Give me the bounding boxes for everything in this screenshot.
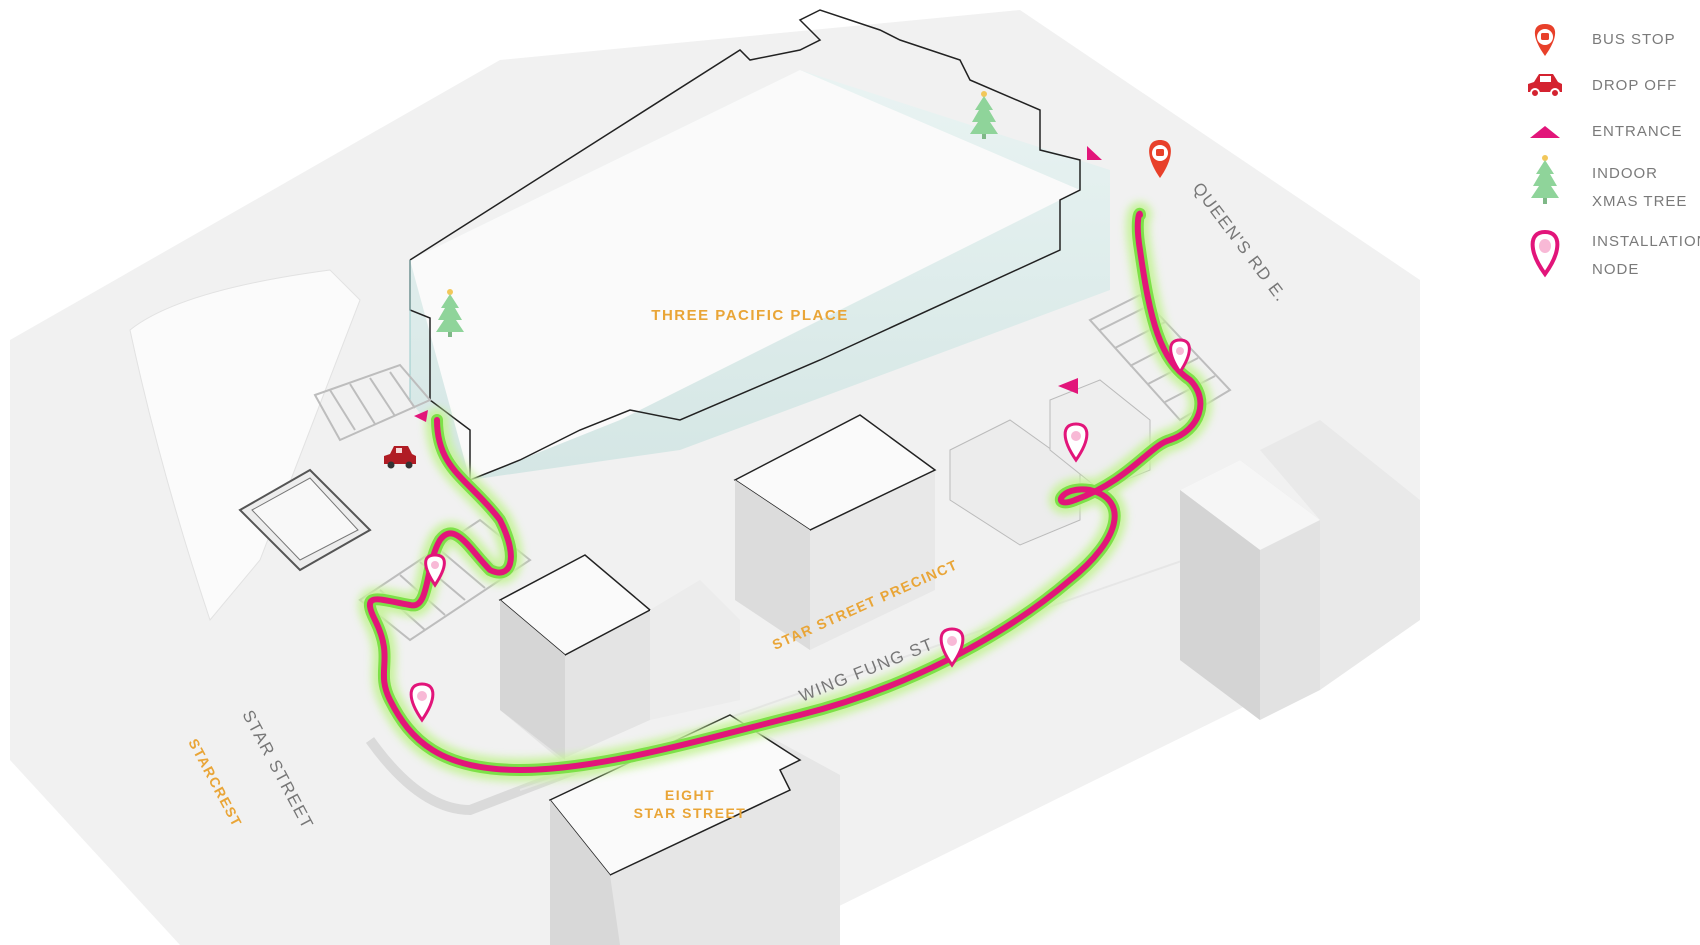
legend-item-bus-stop: BUS STOP	[1520, 18, 1700, 64]
xmas-tree-icon	[1531, 155, 1559, 204]
map-legend: BUS STOP DROP OFF ENTRANCE INDOOR XMAS T…	[1520, 18, 1700, 290]
bus-stop-marker[interactable]	[1149, 140, 1171, 178]
installation-node-marker[interactable]	[1169, 338, 1191, 375]
legend-label-bus-stop: BUS STOP	[1592, 31, 1676, 48]
entrance-triangle-icon	[1058, 378, 1078, 394]
legend-label-entrance: ENTRANCE	[1592, 123, 1683, 140]
installation-node-icon	[1530, 229, 1560, 278]
label-eight-star-street-line1: EIGHT	[665, 787, 715, 803]
installation-node-marker[interactable]	[424, 553, 446, 588]
legend-item-entrance: ENTRANCE	[1520, 110, 1700, 152]
installation-nodes	[409, 338, 1191, 723]
installation-route	[358, 201, 1213, 782]
xmas-tree-icon	[436, 289, 464, 337]
legend-item-xmas-tree: INDOOR XMAS TREE	[1520, 152, 1700, 220]
legend-label-xmas-tree: XMAS TREE	[1592, 193, 1688, 210]
xmas-trees	[436, 91, 998, 337]
installation-node-marker[interactable]	[939, 627, 965, 668]
installation-node-marker[interactable]	[1063, 422, 1089, 463]
entrance-triangle-icon	[414, 410, 428, 422]
bus-stop-icon	[1534, 24, 1556, 56]
xmas-tree-icon	[970, 91, 998, 139]
entrance-triangle-icon	[1530, 126, 1560, 138]
label-eight-star-street-line2: STAR STREET	[634, 805, 747, 821]
massing-blocks	[238, 379, 1420, 945]
installation-node-marker[interactable]	[409, 682, 435, 723]
legend-label-installation: INSTALLATION	[1592, 233, 1700, 250]
drop-off-car-icon	[1528, 74, 1562, 98]
legend-label-node: NODE	[1592, 261, 1640, 278]
drop-off-car-marker[interactable]	[384, 446, 416, 469]
entrance-triangle-icon	[1087, 146, 1102, 160]
legend-item-installation-node: INSTALLATION NODE	[1520, 220, 1700, 290]
legend-label-indoor: INDOOR	[1592, 165, 1658, 182]
label-three-pacific-place: THREE PACIFIC PLACE	[651, 307, 848, 324]
legend-label-drop-off: DROP OFF	[1592, 77, 1678, 94]
legend-item-drop-off: DROP OFF	[1520, 64, 1700, 110]
three-pacific-place-building	[409, 9, 1110, 482]
entrance-markers	[414, 146, 1102, 422]
